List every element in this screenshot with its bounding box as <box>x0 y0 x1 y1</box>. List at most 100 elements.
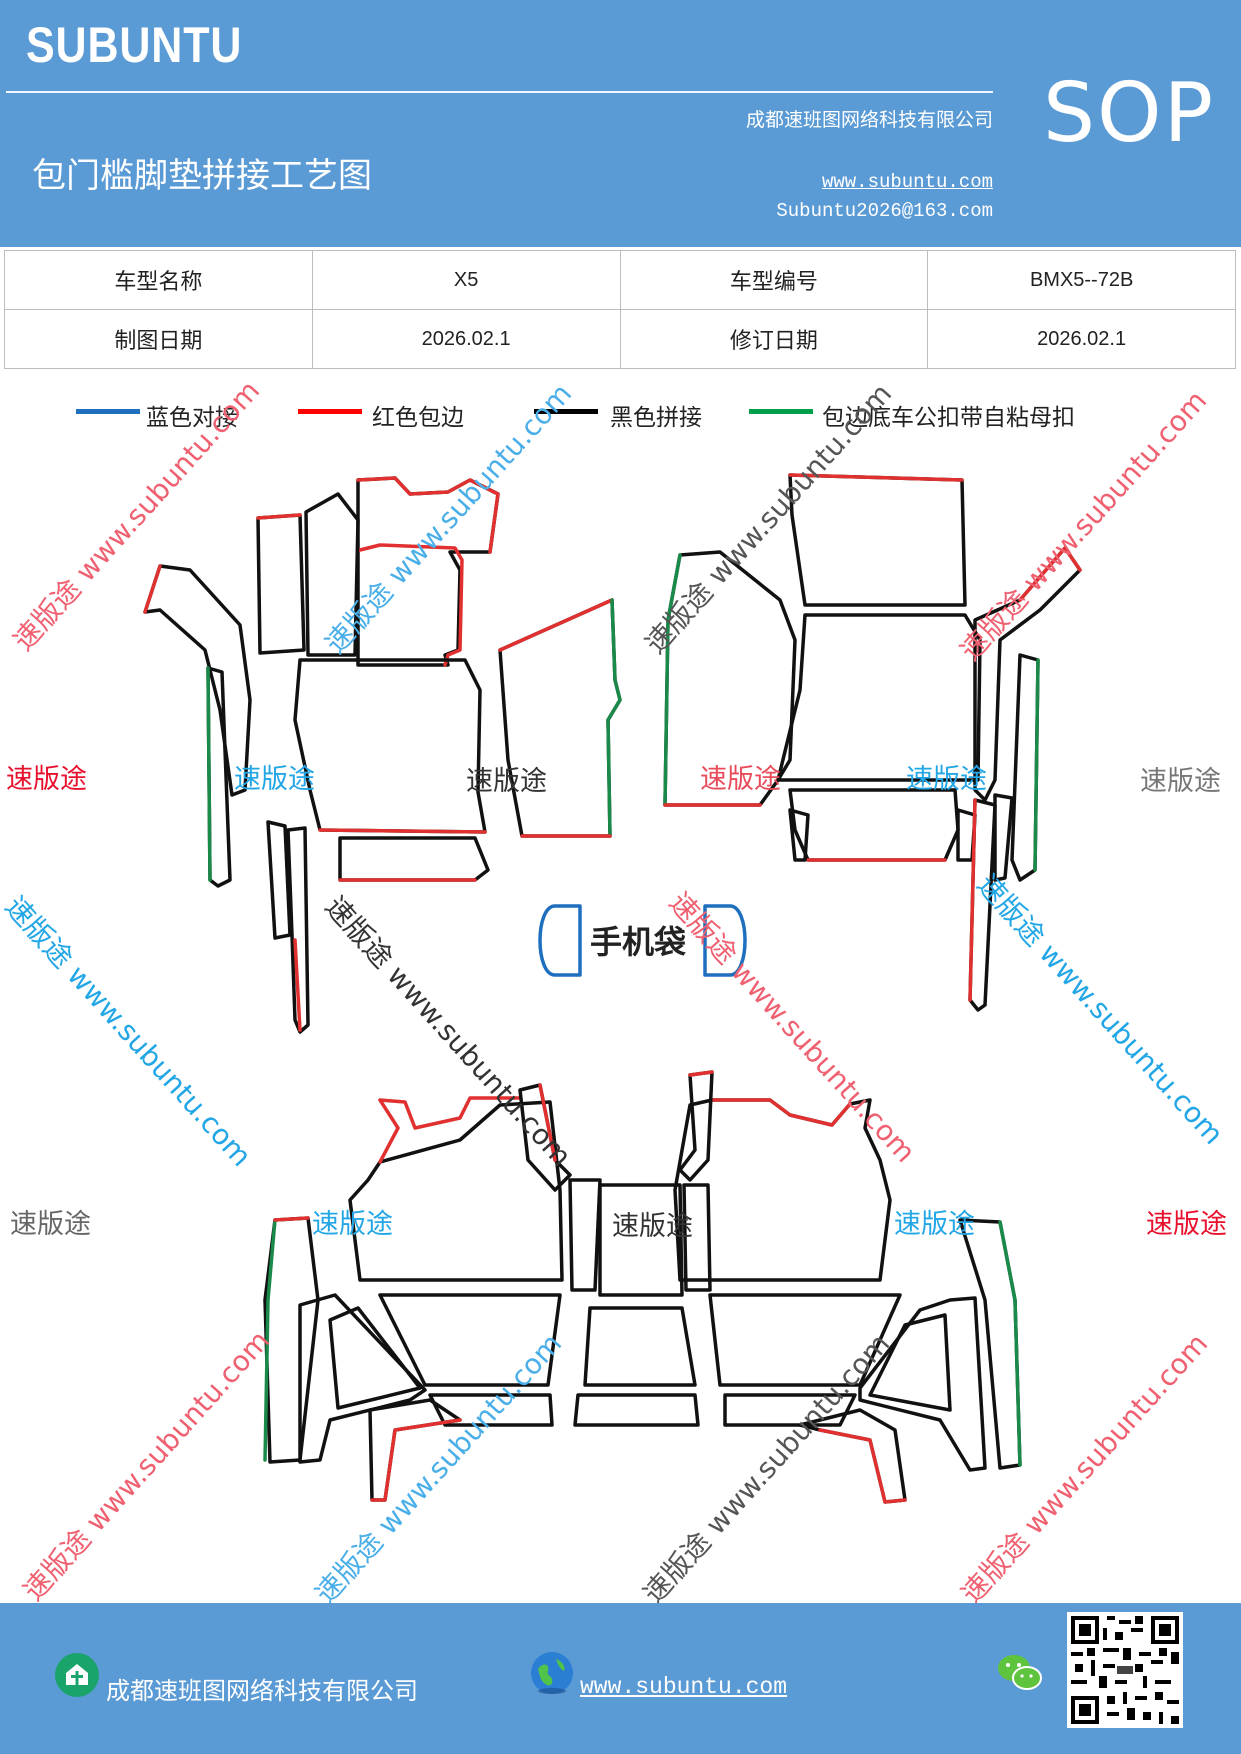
mat-piece <box>304 492 360 657</box>
mat-piece <box>788 808 810 862</box>
mat-piece <box>788 788 960 862</box>
mat-edge-green <box>663 553 682 807</box>
phone-pocket-right <box>703 904 747 977</box>
mat-edge-red <box>968 798 977 1002</box>
mat-set-front-left <box>143 476 622 1034</box>
mat-piece <box>378 1293 562 1387</box>
mat-edge-red <box>356 476 500 554</box>
email-address[interactable]: Subuntu2026@163.com <box>776 200 993 222</box>
mat-piece <box>598 1183 684 1297</box>
legend-swatch <box>76 409 140 414</box>
watermark-text: 速版途 <box>906 764 987 795</box>
wechat-icon[interactable] <box>996 1652 1044 1694</box>
mat-edge-red <box>256 513 302 520</box>
mat-piece <box>498 598 622 838</box>
vehicle-info-table: 车型名称 X5 车型编号 BMX5--72B 制图日期 2026.02.1 修订… <box>4 250 1236 369</box>
mat-piece <box>298 1293 427 1464</box>
page-title: 包门槛脚垫拼接工艺图 <box>32 156 372 196</box>
mat-piece <box>256 513 306 655</box>
watermark-text: 速版途 <box>312 1209 393 1240</box>
globe-icon <box>531 1652 573 1694</box>
watermark-text: 速版途 <box>466 766 547 797</box>
mat-edge-red <box>293 938 302 1032</box>
phone-pocket-label: 手机袋 <box>590 924 686 960</box>
mat-edge-red <box>273 1216 310 1222</box>
sop-label: SOP <box>1043 66 1216 161</box>
mat-edge-red <box>498 598 614 652</box>
mat-edge-red <box>1018 546 1082 602</box>
mat-piece <box>868 1313 952 1412</box>
table-cell: BMX5--72B <box>927 250 1236 310</box>
mat-set-front-right <box>663 473 1082 1012</box>
mat-edge-red <box>378 1096 522 1164</box>
phone-pocket-left <box>538 904 582 977</box>
table-cell: 2026.02.1 <box>311 309 621 369</box>
footer-website-link[interactable]: www.subuntu.com <box>580 1674 788 1700</box>
watermark-text: 速版途 <box>10 1209 91 1240</box>
phone-pocket <box>538 904 747 977</box>
mat-edge-red <box>818 1428 907 1504</box>
mat-edge-green <box>263 1218 277 1462</box>
mat-edge-red <box>318 828 487 834</box>
mat-piece <box>708 1293 902 1387</box>
legend-swatch <box>749 409 813 414</box>
mat-piece <box>338 836 490 882</box>
legend-label: 红色包边 <box>372 405 464 431</box>
floor-mat-diagram: 手机袋 <box>143 473 1082 1504</box>
watermark-text: 速版途 <box>1146 1209 1227 1240</box>
mat-edge-green <box>206 666 212 882</box>
header-divider <box>6 91 993 93</box>
mat-piece <box>993 793 1014 882</box>
watermark-text: 速版途 <box>234 764 315 795</box>
mat-edge-red <box>710 1098 852 1127</box>
mat-edge-red <box>143 564 162 614</box>
company-building-icon <box>55 1653 99 1697</box>
mat-piece <box>266 820 292 940</box>
table-cell: X5 <box>311 250 621 310</box>
table-cell: 车型名称 <box>4 250 313 310</box>
mat-piece <box>568 1178 602 1292</box>
mat-edge-green <box>998 1220 1022 1467</box>
mat-edge-red <box>358 543 464 667</box>
legend-label: 包边底车公扣带自粘母扣 <box>822 405 1075 431</box>
legend-swatch <box>298 409 362 414</box>
table-row: 制图日期 2026.02.1 修订日期 2026.02.1 <box>4 309 1236 369</box>
watermark-text: 速版途 <box>894 1209 975 1240</box>
website-link[interactable]: www.subuntu.com <box>821 171 993 193</box>
company-name: 成都速班图网络科技有限公司 <box>745 109 993 131</box>
mat-edge-red <box>688 1070 714 1077</box>
mat-piece <box>428 1393 554 1427</box>
watermark-text: 速版途 <box>612 1211 693 1242</box>
legend-label: 蓝色对接 <box>146 405 238 431</box>
table-cell: 制图日期 <box>4 309 313 369</box>
mat-piece <box>788 473 967 607</box>
mat-piece <box>583 1306 697 1387</box>
mat-edge-green <box>606 598 622 838</box>
mat-piece <box>348 1100 564 1282</box>
mat-piece <box>293 658 487 834</box>
mat-edge-red <box>788 473 964 482</box>
table-cell: 2026.02.1 <box>927 309 1236 369</box>
mat-piece <box>573 1393 700 1427</box>
mat-piece <box>958 1218 1022 1470</box>
mat-piece <box>682 1183 712 1292</box>
mat-piece <box>1010 653 1040 882</box>
mat-edge-green <box>1033 658 1040 872</box>
header-banner <box>0 0 1241 247</box>
mat-edge-red <box>370 1418 462 1502</box>
table-cell: 车型编号 <box>619 250 929 310</box>
watermark-text: 速版途 <box>6 764 87 795</box>
brand-logo-text: SUBUNTU <box>26 17 243 73</box>
footer-company-name: 成都速班图网络科技有限公司 <box>106 1677 418 1705</box>
mat-piece <box>286 826 310 1034</box>
mat-piece <box>723 1393 857 1427</box>
watermark-text: 速版途 <box>1140 766 1221 797</box>
mat-edge-red <box>538 1083 557 1162</box>
mat-piece <box>858 1296 987 1472</box>
watermark-text: 速版途 <box>700 764 781 795</box>
table-cell: 修订日期 <box>619 309 929 369</box>
mat-piece <box>776 613 982 782</box>
mat-piece <box>143 564 252 797</box>
mat-piece <box>328 1306 422 1410</box>
qr-code <box>1067 1612 1183 1728</box>
